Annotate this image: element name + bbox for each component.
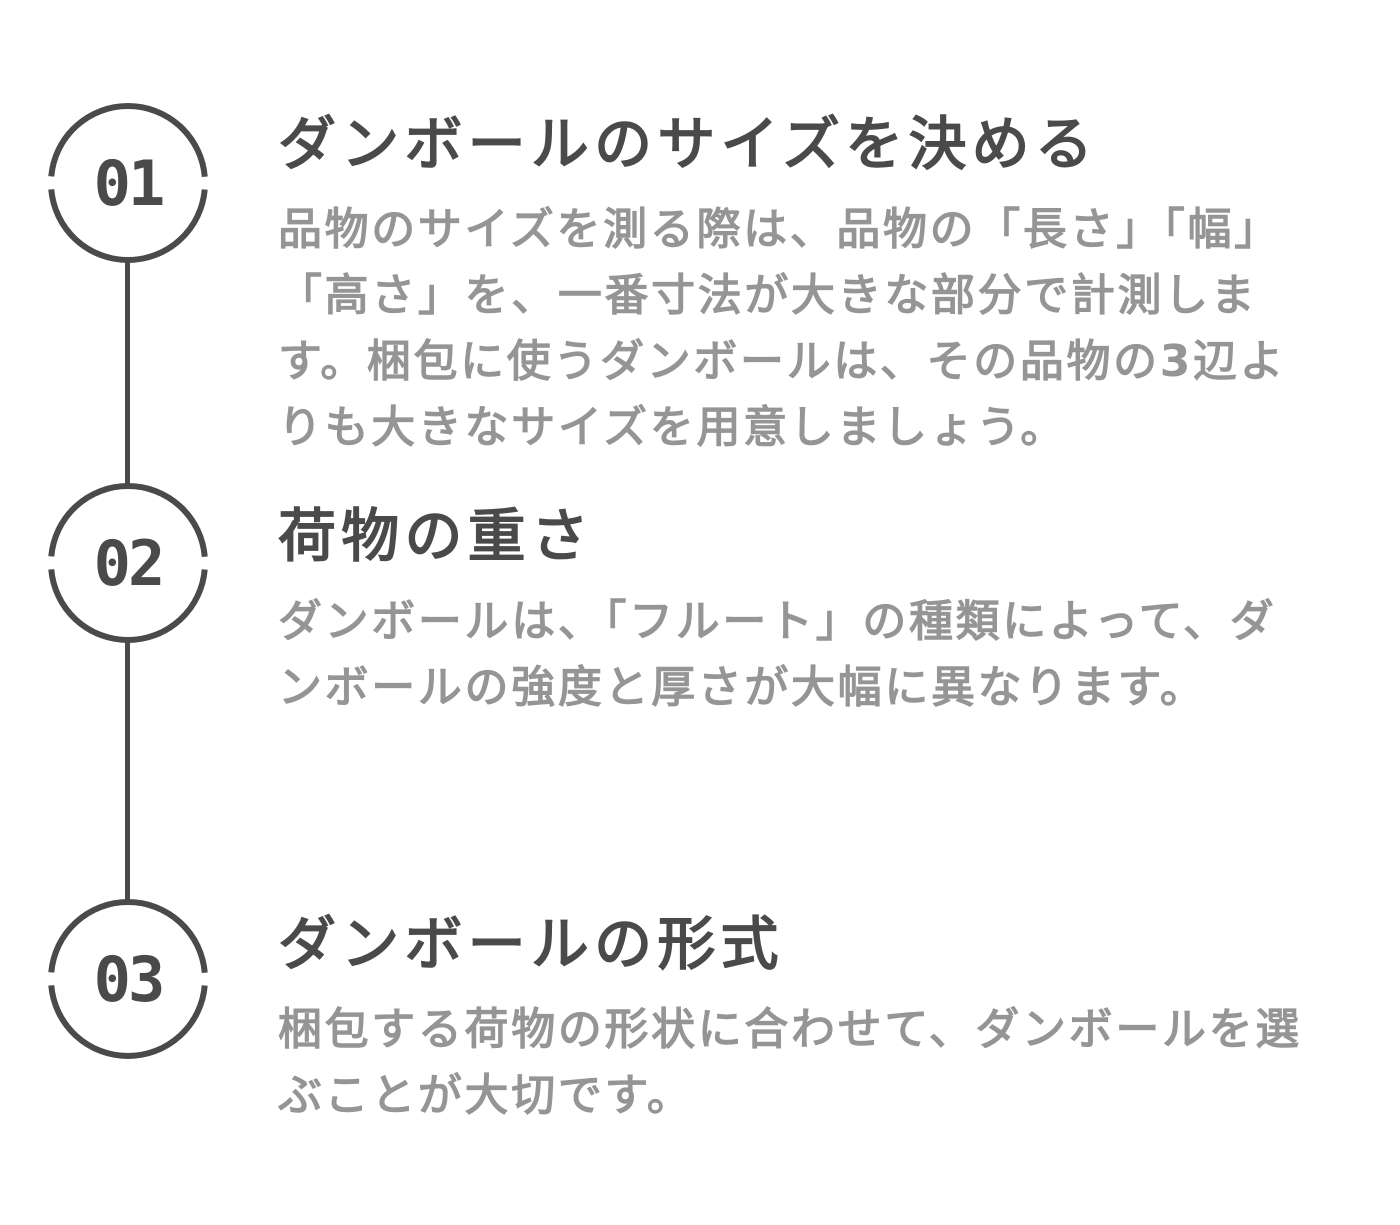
- step-ring-icon: [48, 899, 208, 1059]
- step-item-02: 荷物の重さ ダンボールは、「フルート」の種類によって、ダ ンボールの強度と厚さが…: [278, 501, 1358, 721]
- step-number: 03: [93, 942, 166, 1016]
- step-number-badge-01: 01: [46, 101, 210, 265]
- step-title: ダンボールの形式: [278, 910, 784, 978]
- step-description: 梱包する荷物の形状に合わせて、ダンボールを選 ぶことが大切です。: [278, 1004, 1302, 1121]
- step-ring-icon: [48, 483, 208, 643]
- step-number: 01: [93, 146, 166, 220]
- step-title: ダンボールのサイズを決める: [278, 110, 1099, 178]
- step-description: 品物のサイズを測る際は、品物の「長さ」「幅」 「高さ」を、一番寸法が大きな部分で…: [278, 204, 1287, 453]
- step-title: 荷物の重さ: [278, 502, 595, 570]
- step-number-badge-02: 02: [46, 481, 210, 645]
- step-number: 02: [93, 526, 166, 600]
- step-description: ダンボールは、「フルート」の種類によって、ダ ンボールの強度と厚さが大幅に異なり…: [278, 596, 1277, 713]
- step-number-badge-03: 03: [46, 897, 210, 1061]
- step-ring-icon: [48, 103, 208, 263]
- step-item-03: ダンボールの形式 梱包する荷物の形状に合わせて、ダンボールを選 ぶことが大切です…: [278, 909, 1358, 1129]
- step-item-01: ダンボールのサイズを決める 品物のサイズを測る際は、品物の「長さ」「幅」 「高さ…: [278, 109, 1358, 461]
